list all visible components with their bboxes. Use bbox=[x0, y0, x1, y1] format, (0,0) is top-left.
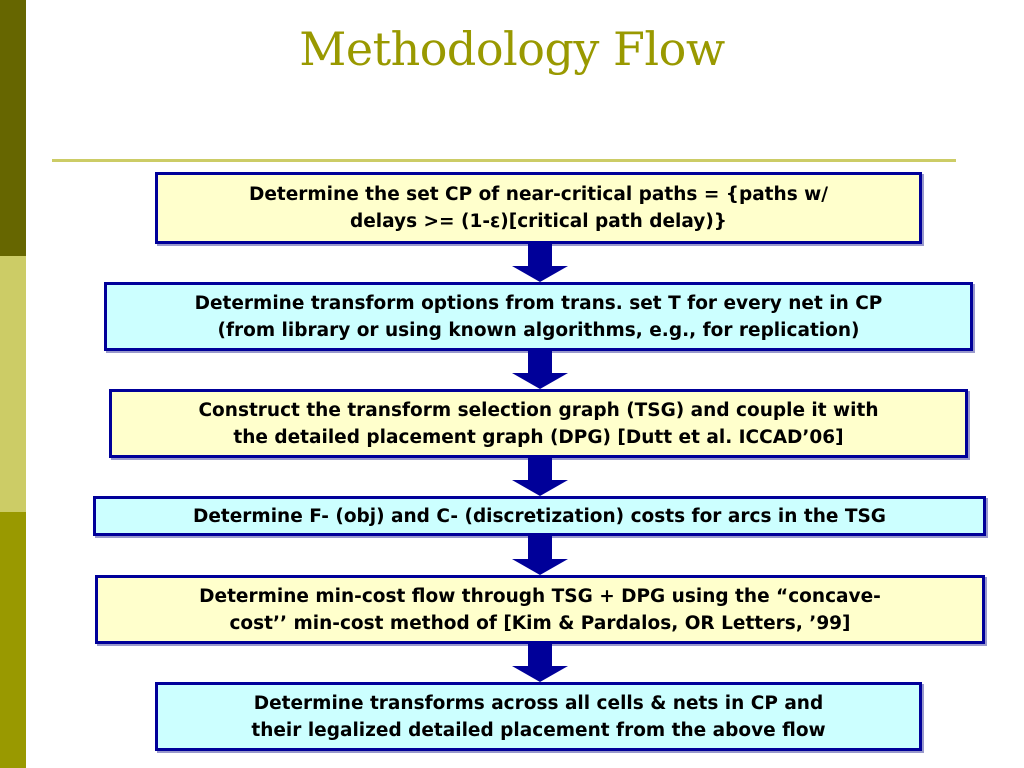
down-arrow-icon bbox=[512, 644, 568, 682]
flow-step-4-line-1: Determine F- (obj) and C- (discretizatio… bbox=[193, 505, 886, 527]
flow-step-3-line-1: Construct the transform selection graph … bbox=[198, 399, 879, 421]
flow-step-6-line-2: their legalized detailed placement from … bbox=[251, 719, 826, 741]
flow-step-2: Determine transform options from trans. … bbox=[104, 282, 973, 351]
flow-step-6-line-1: Determine transforms across all cells & … bbox=[253, 692, 824, 714]
accent-bar-middle-segment bbox=[0, 256, 26, 512]
flow-step-3: Construct the transform selection graph … bbox=[109, 389, 968, 458]
flow-step-2-line-1: Determine transform options from trans. … bbox=[194, 292, 883, 314]
down-arrow-icon bbox=[512, 536, 568, 575]
flow-step-6: Determine transforms across all cells & … bbox=[155, 682, 922, 751]
flow-step-5-line-1: Determine min-cost flow through TSG + DP… bbox=[199, 585, 881, 607]
flow-step-1-line-1: Determine the set CP of near-critical pa… bbox=[248, 184, 828, 205]
title-divider bbox=[52, 159, 956, 162]
left-accent-bar bbox=[0, 0, 26, 768]
flow-step-1: Determine the set CP of near-critical pa… bbox=[155, 172, 922, 244]
flow-step-1-line-2: delays >= (1-ε)[critical path delay)} bbox=[350, 211, 727, 232]
down-arrow-icon bbox=[512, 351, 568, 389]
flow-step-2-line-2: (from library or using known algorithms,… bbox=[217, 319, 860, 341]
accent-bar-top-segment bbox=[0, 0, 26, 256]
flow-step-3-line-2: the detailed placement graph (DPG) [Dutt… bbox=[233, 426, 844, 448]
down-arrow-icon bbox=[512, 244, 568, 282]
flow-step-5-line-2: cost’’ min-cost method of [Kim & Pardalo… bbox=[229, 612, 851, 634]
flow-step-5: Determine min-cost flow through TSG + DP… bbox=[95, 575, 985, 644]
slide-title: Methodology Flow bbox=[299, 22, 725, 76]
down-arrow-icon bbox=[512, 458, 568, 496]
flow-step-4: Determine F- (obj) and C- (discretizatio… bbox=[93, 496, 986, 536]
accent-bar-bottom-segment bbox=[0, 512, 26, 768]
